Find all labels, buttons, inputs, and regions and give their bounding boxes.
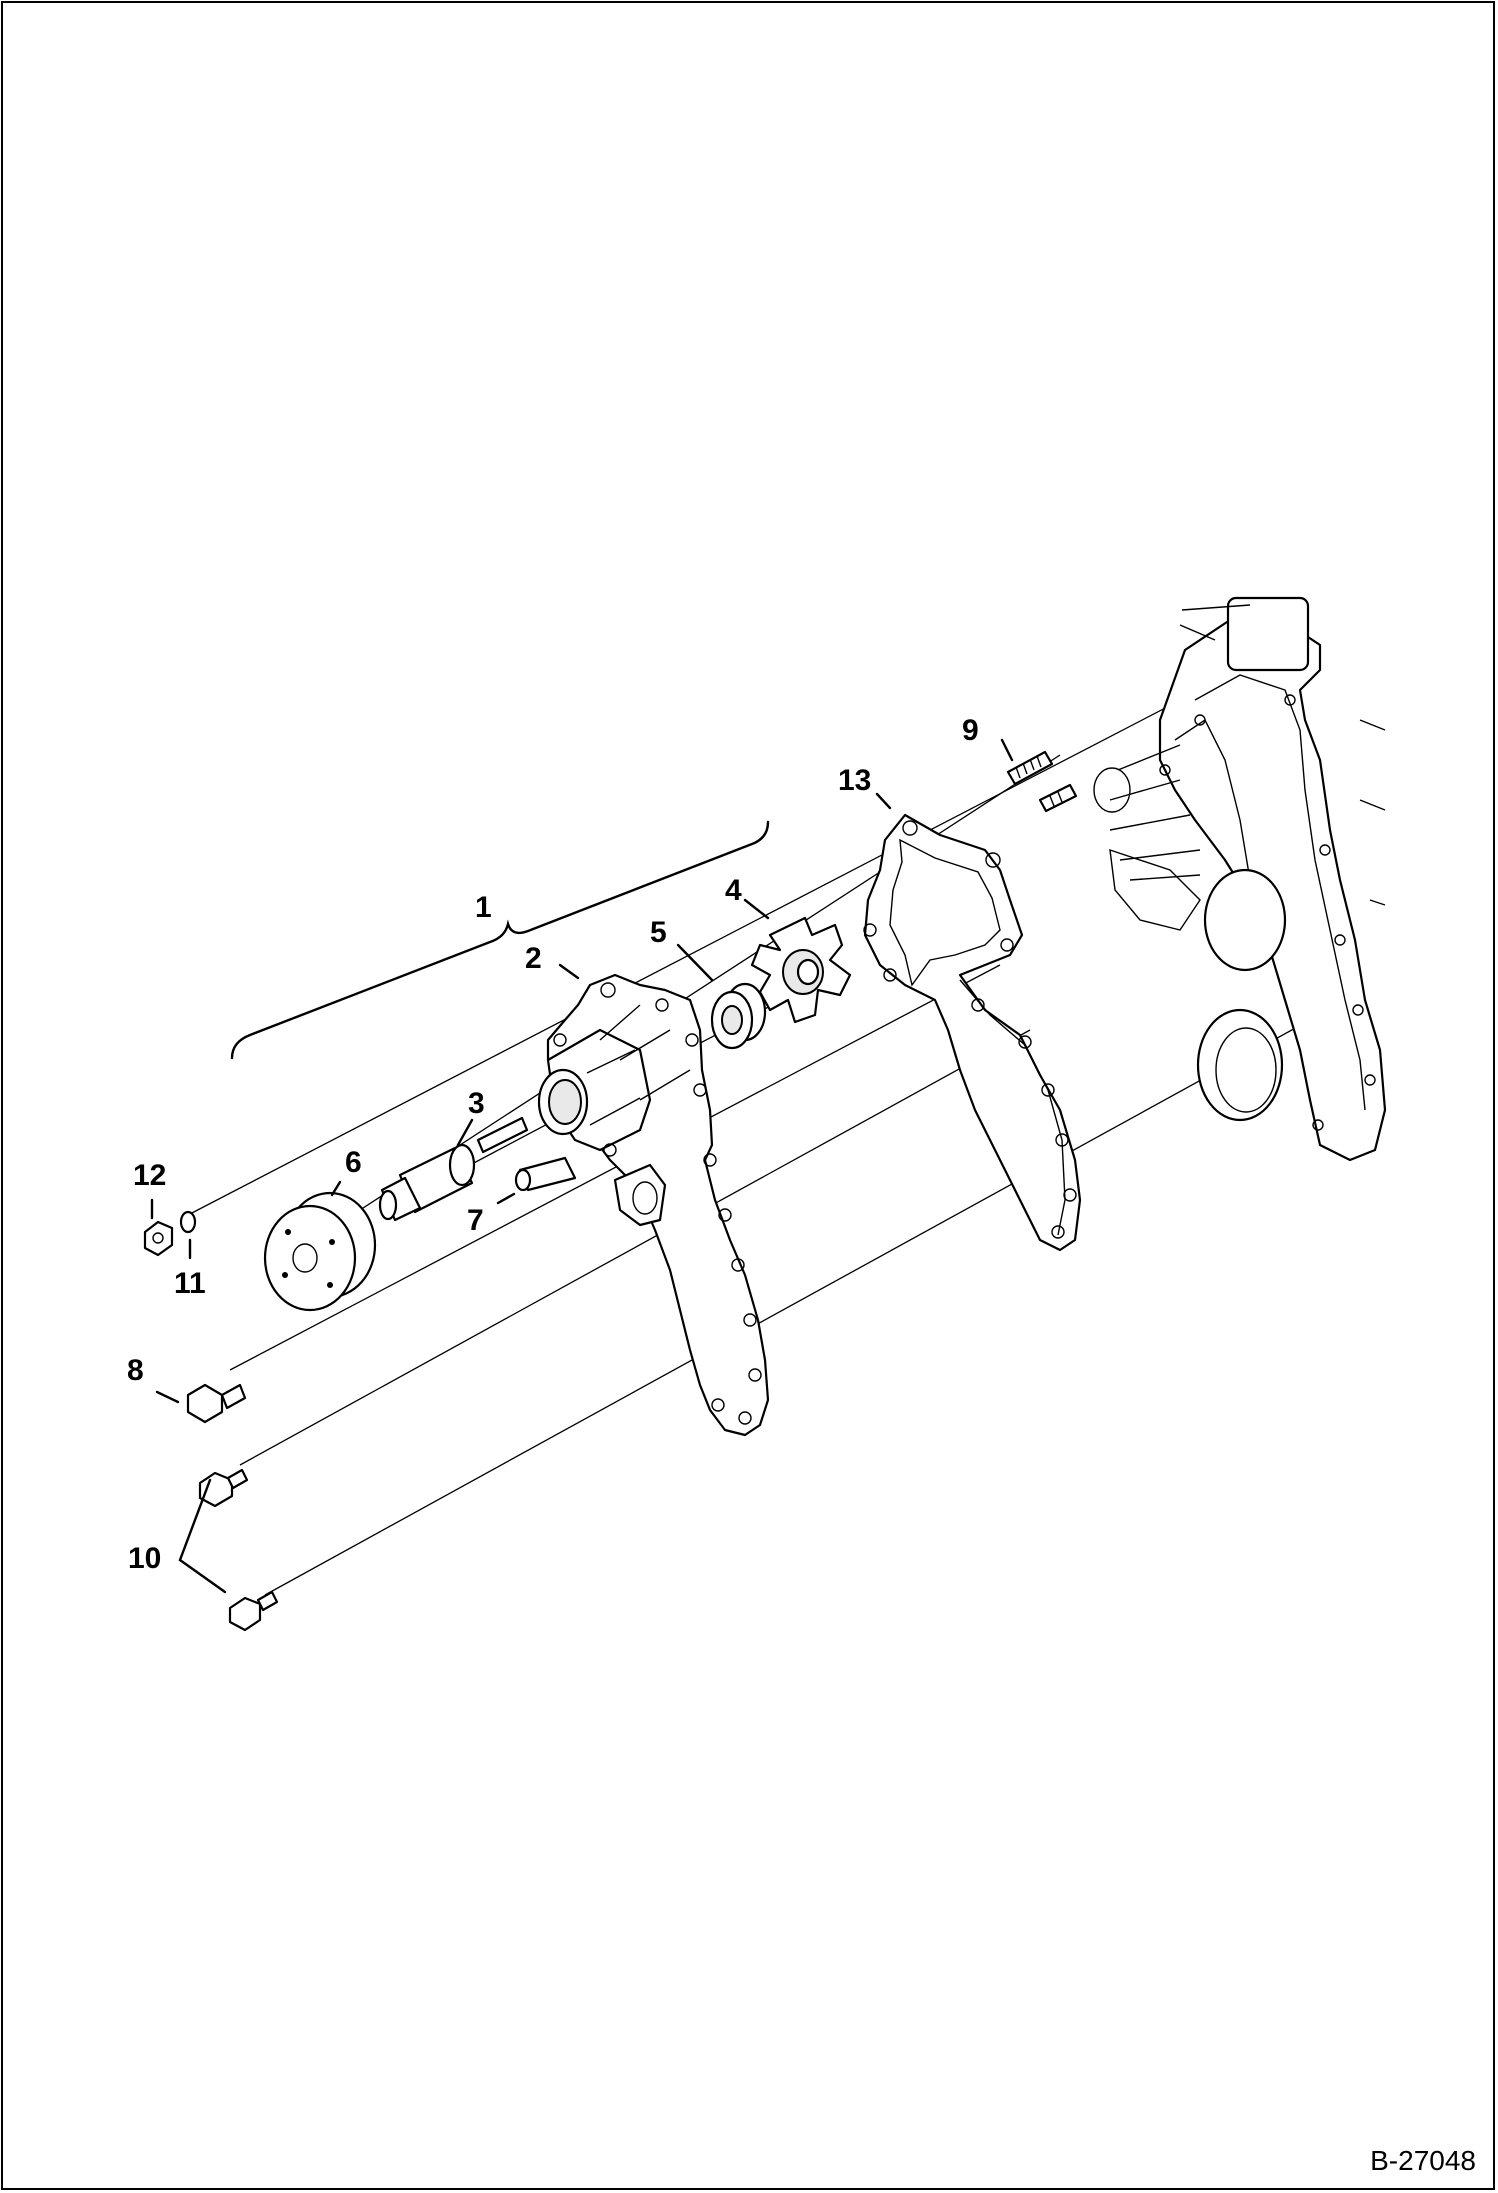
part-3-shaft-bearing xyxy=(378,1116,529,1222)
part-5-seal xyxy=(710,982,767,1050)
callout-12: 12 xyxy=(133,1159,166,1192)
part-9-stud xyxy=(1006,750,1054,786)
bracket-item-1 xyxy=(230,820,770,1060)
callout-9: 9 xyxy=(962,714,979,747)
part-4-impeller xyxy=(750,916,852,1024)
callout-5: 5 xyxy=(650,916,667,949)
callout-1: 1 xyxy=(475,891,492,924)
part-11-washer xyxy=(179,1210,197,1234)
callout-6: 6 xyxy=(345,1146,362,1179)
leader-lines xyxy=(150,738,1014,1594)
part-10-bolt-b xyxy=(228,1590,279,1632)
part-12-nut xyxy=(143,1220,174,1257)
callout-10: 10 xyxy=(128,1542,161,1575)
callout-7: 7 xyxy=(467,1204,484,1237)
figure-reference: B-27048 xyxy=(1370,2145,1476,2176)
part-6-flange xyxy=(263,1191,377,1312)
part-2-pump-body xyxy=(537,973,770,1437)
callout-13: 13 xyxy=(838,764,871,797)
assembly-axis-lines xyxy=(187,689,1311,1596)
part-10-bolt-a xyxy=(198,1468,249,1508)
engine-block xyxy=(1093,596,1387,1162)
part-13-gasket xyxy=(863,813,1082,1252)
callouts: 1 2 3 4 5 6 7 8 9 10 11 12 13 xyxy=(127,714,979,1575)
callout-2: 2 xyxy=(525,942,542,975)
callout-8: 8 xyxy=(127,1354,144,1387)
engine-stud xyxy=(1038,783,1078,813)
part-8-bolt xyxy=(186,1383,247,1424)
callout-3: 3 xyxy=(468,1087,485,1120)
callout-11: 11 xyxy=(174,1267,206,1300)
part-7-pin xyxy=(514,1156,577,1192)
callout-4: 4 xyxy=(725,874,742,907)
